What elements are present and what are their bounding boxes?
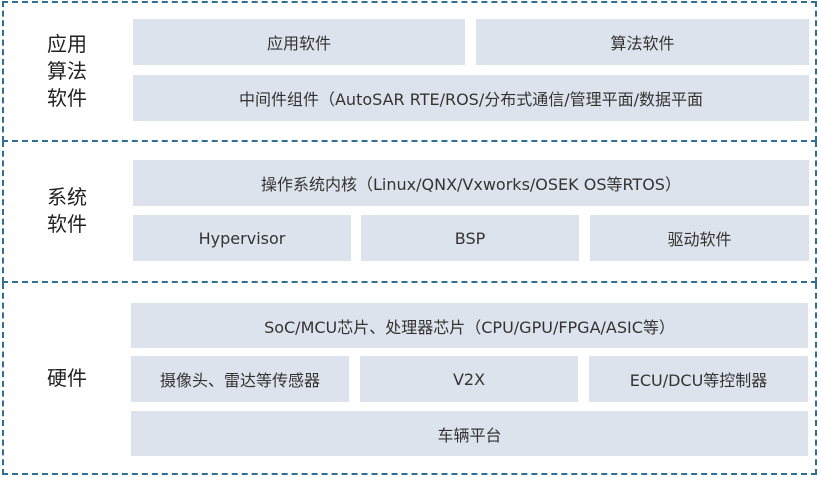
box-sensors: 摄像头、雷达等传感器 bbox=[131, 356, 349, 402]
layer-system-software: 系统 软件 操作系统内核（Linux/QNX/Vxworks/OSEK OS等R… bbox=[2, 141, 817, 283]
layer-hardware: 硬件 SoC/MCU芯片、处理器芯片（CPU/GPU/FPGA/ASIC等） 摄… bbox=[2, 283, 817, 475]
layer-label-system: 系统 软件 bbox=[47, 185, 87, 236]
box-soc-mcu-chips: SoC/MCU芯片、处理器芯片（CPU/GPU/FPGA/ASIC等） bbox=[131, 303, 808, 348]
layer-label-application: 应用 算法 软件 bbox=[47, 32, 87, 110]
layer-application-software: 应用 算法 软件 应用软件 算法软件 中间件组件（AutoSAR RTE/ROS… bbox=[2, 1, 817, 142]
box-algorithm-software: 算法软件 bbox=[476, 19, 809, 65]
box-driver-software: 驱动软件 bbox=[590, 215, 809, 261]
box-os-kernel: 操作系统内核（Linux/QNX/Vxworks/OSEK OS等RTOS） bbox=[133, 160, 809, 206]
layer-label-hardware: 硬件 bbox=[47, 365, 87, 390]
box-hypervisor: Hypervisor bbox=[133, 215, 351, 261]
box-bsp: BSP bbox=[361, 215, 579, 261]
box-ecu-dcu-controllers: ECU/DCU等控制器 bbox=[589, 356, 808, 402]
box-v2x: V2X bbox=[360, 356, 578, 402]
box-middleware: 中间件组件（AutoSAR RTE/ROS/分布式通信/管理平面/数据平面 bbox=[133, 75, 809, 121]
box-vehicle-platform: 车辆平台 bbox=[131, 411, 808, 456]
box-application-software: 应用软件 bbox=[133, 19, 465, 65]
